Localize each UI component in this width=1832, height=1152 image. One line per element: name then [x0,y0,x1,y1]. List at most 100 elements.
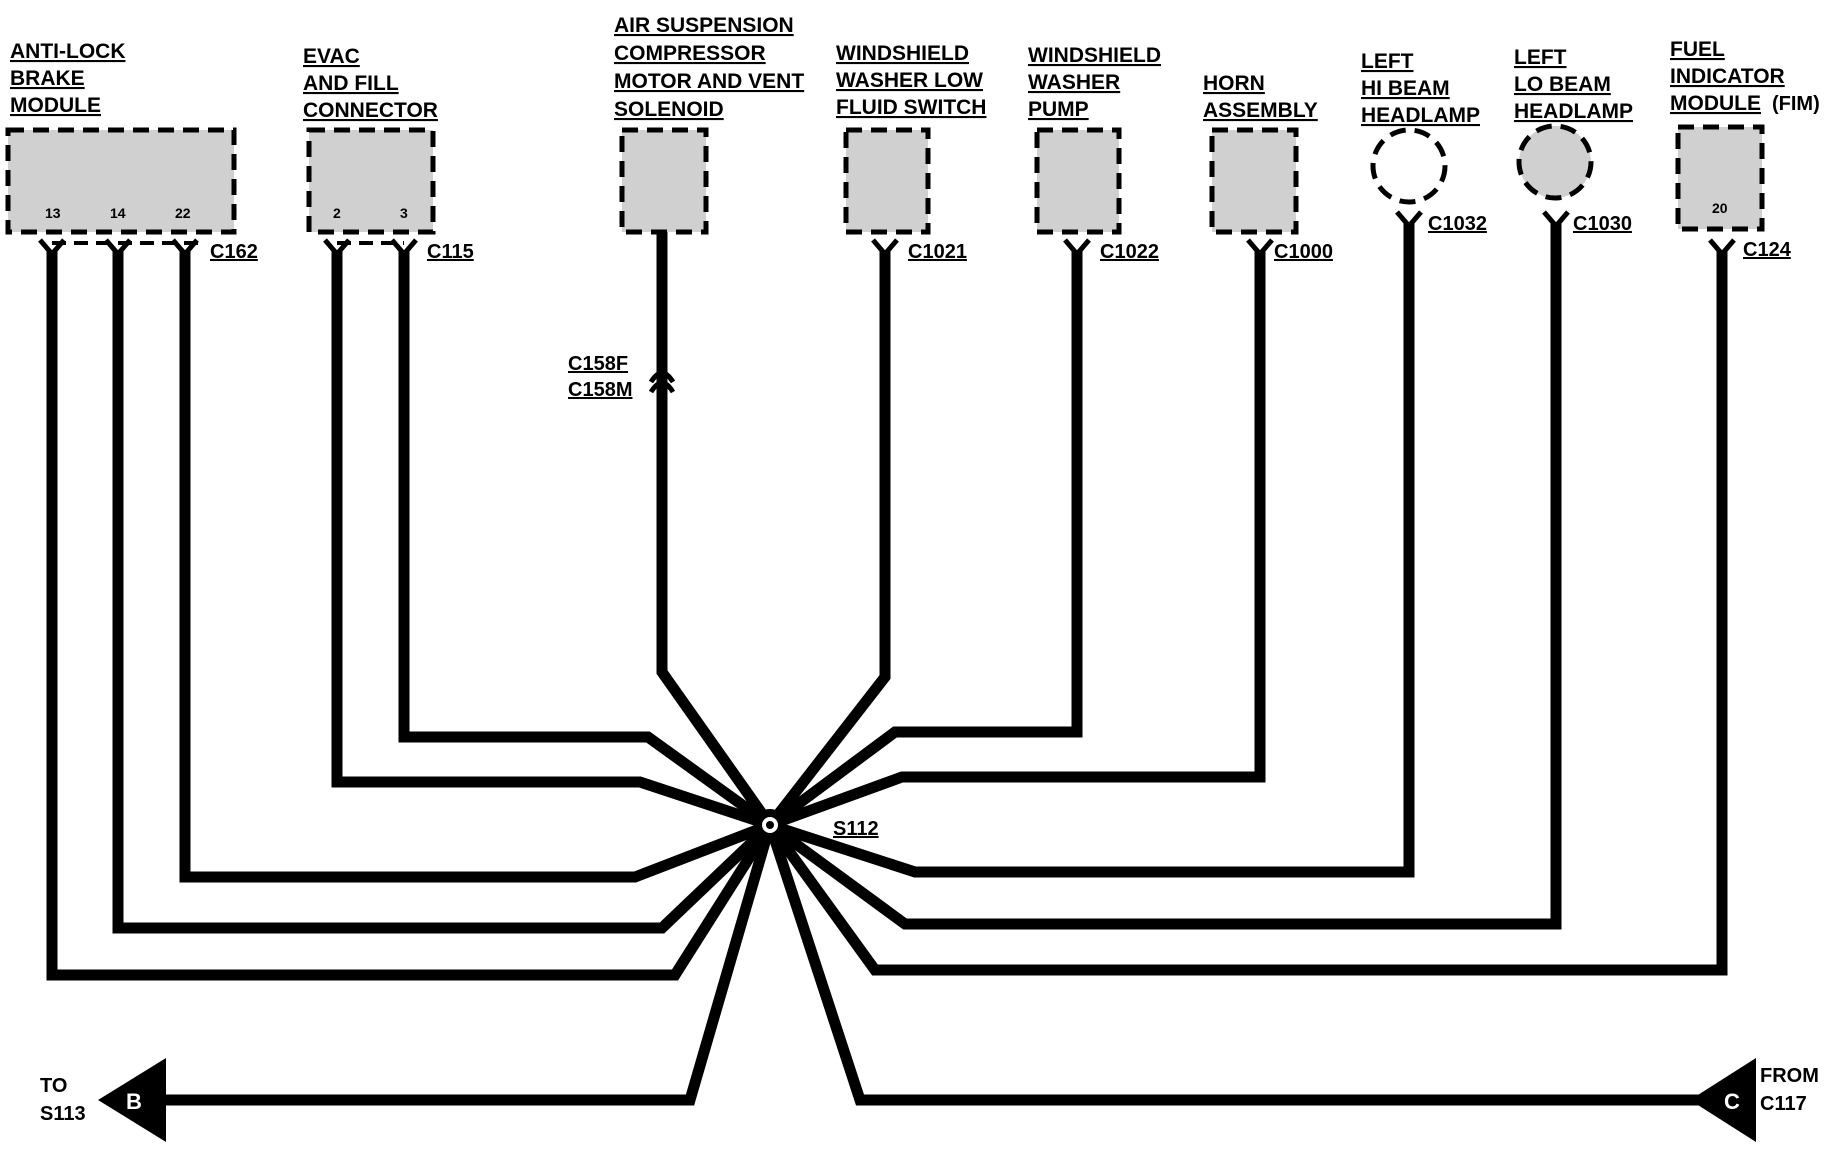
abs-pin-14: 14 [110,205,126,221]
wwpump-connector-label: C1022 [1100,241,1159,263]
wwpump-label-line3: PUMP [1028,98,1089,121]
lobeam-label-line2: LO BEAM [1514,73,1611,96]
air-suspension-compressor: AIR SUSPENSION COMPRESSOR MOTOR AND VENT… [568,14,804,401]
to-s113-arrow: B TO S113 [40,1058,166,1142]
splice-label: S112 [833,818,879,840]
wwlow-switch-box [843,127,931,235]
fim-module-box [1675,124,1765,232]
evac-label-line1: EVAC [303,45,360,68]
wwlow-label-line2: WASHER LOW [836,69,983,92]
fim-connector-label: C124 [1743,239,1792,261]
wire-lo-beam [766,222,1562,930]
hibeam-terminal [1395,210,1423,230]
lobeam-lamp-circle [1516,123,1594,201]
abs-label-line3: MODULE [10,94,101,117]
horn-label-line1: HORN [1203,72,1265,95]
hibeam-label-line1: LEFT [1361,50,1414,73]
fuel-indicator-module: FUEL INDICATOR MODULE (FIM) 20 C124 [1670,38,1820,261]
horn-box [1209,127,1299,235]
evac-connector-label: C115 [427,241,474,263]
abs-pin-13-terminal [38,238,66,258]
wire-from-c117 [764,823,1700,1106]
fim-pin-20: 20 [1712,200,1728,216]
lobeam-terminal [1542,210,1570,230]
abs-pin-13: 13 [45,205,61,221]
wwlow-connector-label: C1021 [908,241,967,263]
lobeam-connector-label: C1030 [1573,213,1632,235]
to-target: S113 [40,1103,86,1125]
hibeam-connector-label: C1032 [1428,213,1487,235]
abs-pin-14-terminal [104,238,132,258]
anti-lock-brake-module: ANTI-LOCK BRAKE MODULE 13 14 22 C162 [5,40,258,263]
air-label-line1: AIR SUSPENSION [614,14,794,37]
splice-center [766,821,774,829]
air-compressor-box [619,127,709,235]
wwpump-terminal [1063,238,1091,258]
from-word: FROM [1760,1065,1819,1087]
left-lo-beam-headlamp: LEFT LO BEAM HEADLAMP C1030 [1514,46,1633,235]
horn-terminal [1246,238,1274,258]
air-label-line2: COMPRESSOR [614,42,766,65]
left-hi-beam-headlamp: LEFT HI BEAM HEADLAMP C1032 [1361,50,1487,235]
abs-label-line1: ANTI-LOCK [10,40,125,63]
from-c117-arrowhead [1690,1058,1756,1142]
horn-assembly: HORN ASSEMBLY C1000 [1203,72,1333,263]
fim-label-line3: MODULE [1670,92,1761,115]
wwpump-box [1034,127,1122,235]
wwlow-label-line1: WINDSHIELD [836,42,969,65]
fim-suffix: (FIM) [1772,93,1820,115]
from-c117-arrow: C FROM C117 [1690,1058,1819,1142]
wire-evac-pin3 [398,250,774,830]
abs-connector-label: C162 [210,241,258,263]
windshield-washer-pump: WINDSHIELD WASHER PUMP C1022 [1028,44,1161,263]
hibeam-label-line2: HI BEAM [1361,77,1450,100]
fim-terminal [1708,238,1736,258]
splice-s112: S112 [754,809,879,841]
fim-label-line2: INDICATOR [1670,65,1785,88]
wwlow-terminal [871,238,899,258]
evac-pin-3-terminal [390,238,418,258]
wwlow-label-line3: FLUID SWITCH [836,96,986,119]
abs-label-line2: BRAKE [10,67,85,90]
wire-evac-pin2 [331,250,772,831]
wire-air-suspension [656,232,775,829]
from-arrow-letter: C [1724,1089,1740,1114]
wire-hi-beam [768,222,1415,878]
c158m-label: C158M [568,379,632,401]
evac-label-line2: AND FILL [303,72,399,95]
horn-connector-label: C1000 [1274,241,1333,263]
evac-fill-connector: EVAC AND FILL CONNECTOR 2 3 C115 [303,45,474,263]
to-word: TO [40,1075,67,1097]
wire-to-s113 [160,823,776,1106]
from-source: C117 [1760,1093,1807,1115]
evac-pin-3: 3 [400,205,408,221]
wire-washer-low-fluid [765,250,891,829]
wire-washer-pump [766,250,1083,830]
wwpump-label-line2: WASHER [1028,71,1120,94]
fim-label-line1: FUEL [1670,38,1725,61]
wire-horn [768,250,1266,831]
c158-inline-connector-female [648,370,676,384]
hibeam-lamp-circle [1370,127,1448,205]
to-s113-arrowhead [98,1058,166,1142]
wire-abs-pin13 [46,250,775,981]
wires [46,222,1728,1106]
evac-connector-box [306,127,436,235]
windshield-washer-low-fluid-switch: WINDSHIELD WASHER LOW FLUID SWITCH C1021 [836,42,986,263]
abs-module-box [5,127,237,235]
horn-label-line2: ASSEMBLY [1203,99,1318,122]
wire-fim [765,250,1728,976]
lobeam-label-line1: LEFT [1514,46,1567,69]
abs-pin-22-terminal [171,238,199,258]
air-label-line3: MOTOR AND VENT [614,70,804,93]
evac-pin-2-terminal [323,238,351,258]
air-label-line4: SOLENOID [614,98,724,121]
evac-pin-2: 2 [333,205,341,221]
hibeam-label-line3: HEADLAMP [1361,104,1480,127]
lobeam-label-line3: HEADLAMP [1514,100,1633,123]
to-arrow-letter: B [126,1089,142,1114]
c158-inline-connector-male [648,380,676,394]
c158f-label: C158F [568,353,628,375]
evac-label-line3: CONNECTOR [303,99,438,122]
